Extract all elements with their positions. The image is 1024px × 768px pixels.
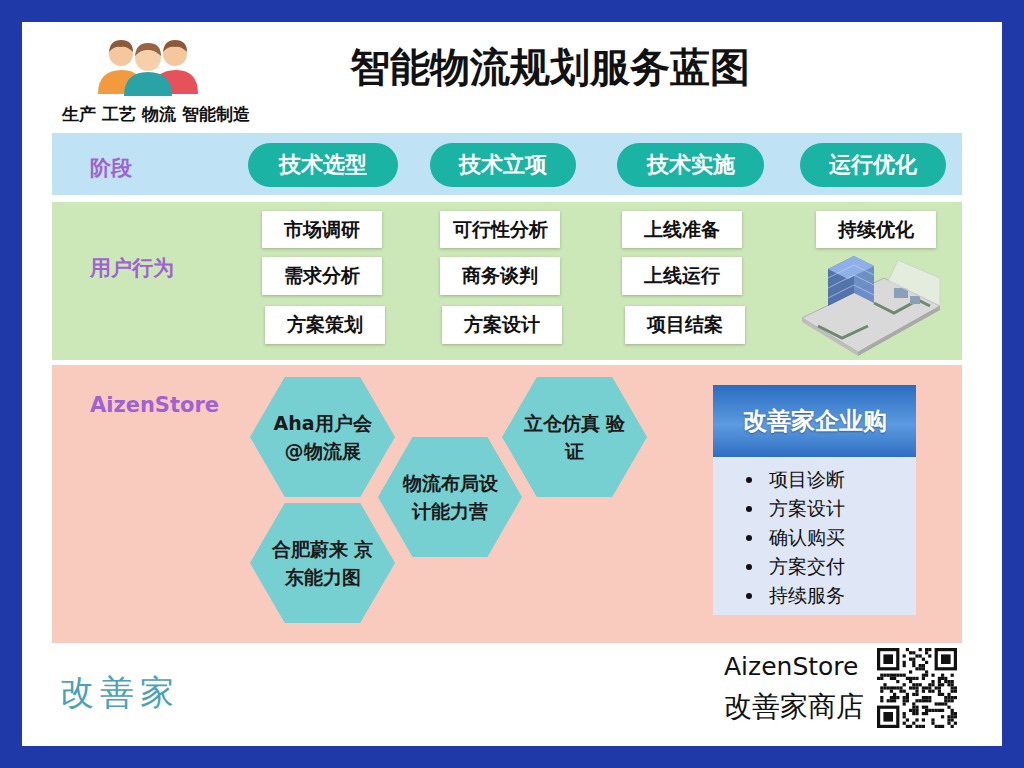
node-text: 上线运行 [644,263,720,289]
title: 智能物流规划服务蓝图 [250,40,850,95]
action-box: 项目结案 [625,306,745,344]
text: Aha用户会 @物流展 [273,412,371,463]
action-box: 市场调研 [262,211,382,248]
action-box: 方案策划 [265,306,385,344]
text: 运行优化 [829,152,917,177]
bullet-dot [746,477,752,483]
stage-pill: 技术选型 [248,143,398,187]
hexagon-box: 合肥蔚来 京东能力图 [250,503,395,623]
service-panel: 改善家企业购项目诊断方案设计确认购买方案交付持续服务 [713,385,916,615]
text: 方案策划 [287,313,363,335]
text: 技术实施 [647,152,735,177]
stage-pill: 技术立项 [430,143,576,187]
bullet-dot [746,564,752,570]
node-text: 商务谈判 [462,263,538,289]
store-name: AizenStore [724,652,858,681]
stage-pill: 运行优化 [800,143,946,187]
text: 技术立项 [459,152,547,177]
action-box: 商务谈判 [440,257,560,295]
node-text: 项目结案 [647,312,723,338]
node-text: 物流布局设计能力营 [398,469,502,526]
text: 方案交付 [769,555,845,577]
text: 合肥蔚来 京东能力图 [272,538,374,589]
service-item: 确认购买 [713,523,916,552]
bullet-dot [746,593,752,599]
node-text: 方案策划 [287,312,363,338]
hexagon-shape [378,437,522,557]
action-box: 持续优化 [816,211,936,248]
people-icon [96,34,200,96]
band-label: 阶段 [90,154,132,182]
hexagon-shape [502,377,647,497]
band-label: 用户行为 [90,254,174,282]
text: 项目诊断 [769,468,845,490]
node-text: 运行优化 [829,150,917,180]
bullet-dot [746,535,752,541]
node-text: 方案设计 [464,312,540,338]
node-text: 需求分析 [284,263,360,289]
node-text: 立仓仿真 验证 [523,409,627,466]
text: 可行性分析 [453,218,548,240]
text: 持续优化 [838,218,914,240]
node-text: 市场调研 [284,217,360,243]
text: 项目结案 [647,313,723,335]
service-item: 方案交付 [713,552,916,581]
hexagon-shape [250,503,395,623]
action-box: 上线准备 [622,211,742,248]
brand-logo: 改善家 [60,670,180,716]
text: 上线准备 [644,218,720,240]
panel-heading: 改善家企业购 [713,385,916,457]
service-item: 项目诊断 [713,465,916,494]
node-text: Aha用户会 @物流展 [271,409,375,466]
text: 方案设计 [769,497,845,519]
text: 上线运行 [644,264,720,286]
text: AizenStore [90,393,219,417]
text: 商务谈判 [462,264,538,286]
service-item: 持续服务 [713,581,916,610]
node-text: 技术实施 [647,150,735,180]
node-text: 技术选型 [279,150,367,180]
store-name: 改善家商店 [724,688,864,726]
node-text: 持续优化 [838,217,914,243]
text: 用户行为 [90,256,174,280]
band-label: AizenStore [90,393,219,417]
band: 阶段 技术选型 技术立项 技术实施 运行优化 [52,133,962,195]
node-text: 合肥蔚来 京东能力图 [271,535,375,592]
text: 持续服务 [769,584,845,606]
service-item: 方案设计 [713,494,916,523]
text: 市场调研 [284,218,360,240]
qr-code [877,648,957,728]
band: AizenStoreAha用户会 @物流展合肥蔚来 京东能力图物流布局设计能力营… [52,365,962,643]
subtitle: 生产 工艺 物流 智能制造 [62,103,250,126]
text: 物流布局设计能力营 [403,472,498,523]
text: 立仓仿真 验证 [524,412,626,463]
band: 用户行为 市场调研需求分析方案策划 可行性分析商务谈判方案设计 上线准备上线运行项目结… [52,202,962,360]
text: 改善家企业购 [743,405,887,437]
node-text: 可行性分析 [453,217,548,243]
action-box: 上线运行 [622,257,742,295]
text: 技术选型 [279,152,367,177]
action-box: 需求分析 [262,257,382,295]
text: 确认购买 [769,526,845,548]
stage-pill: 技术实施 [617,143,764,187]
hexagon-box: 立仓仿真 验证 [502,377,647,497]
text: 方案设计 [464,313,540,335]
text: 阶段 [90,156,132,180]
bullet-dot [746,506,752,512]
hexagon-box: 物流布局设计能力营 [378,437,522,557]
node-text: 技术立项 [459,150,547,180]
action-box: 方案设计 [442,306,562,344]
node-text: 上线准备 [644,217,720,243]
warehouse-illustration [798,248,944,358]
action-box: 可行性分析 [440,211,560,248]
hexagon-shape [250,377,395,497]
hexagon-box: Aha用户会 @物流展 [250,377,395,497]
text: 需求分析 [284,264,360,286]
